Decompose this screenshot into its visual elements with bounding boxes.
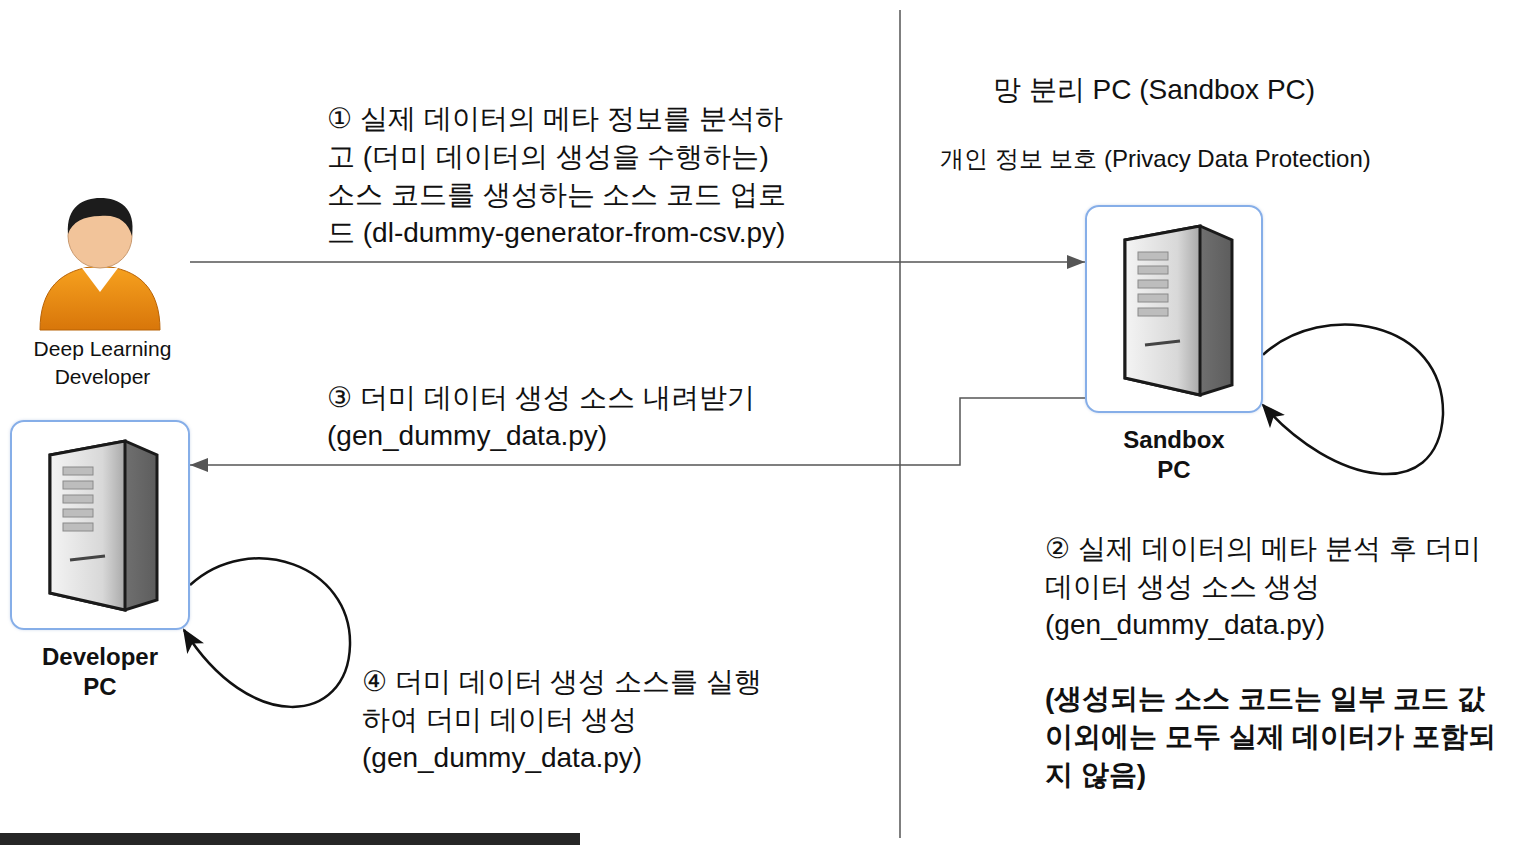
flow-arrow (190, 261, 1085, 263)
person-icon (40, 198, 160, 330)
step-label: ① 실제 데이터의 메타 정보를 분석하고 (더미 데이터의 생성을 수행하는)… (327, 100, 797, 252)
server-icon (50, 441, 157, 610)
server-icon (1125, 226, 1232, 395)
header-label: 개인 정보 보호 (Privacy Data Protection) (940, 143, 1371, 175)
computer-label: Developer PC (30, 642, 170, 702)
person-node: Deep Learning Developer (15, 195, 190, 395)
note-text: (생성되는 소스 코드는 일부 코드 값 이외에는 모두 실제 데이터가 포함되… (1045, 680, 1507, 794)
divider-line (899, 10, 901, 838)
step-label: ③ 더미 데이터 생성 소스 내려받기 (gen_dummy_data.py) (327, 379, 847, 455)
computer-label: Sandbox PC (1104, 425, 1244, 485)
step-label: ② 실제 데이터의 메타 분석 후 더미 데이터 생성 소스 생성 (gen_d… (1045, 530, 1500, 644)
computer-box: Sandbox PC (1085, 205, 1263, 413)
computer-box: Developer PC (10, 420, 190, 630)
header-label: 망 분리 PC (Sandbox PC) (993, 72, 1315, 108)
step-label: ④ 더미 데이터 생성 소스를 실행하여 더미 데이터 생성 (gen_dumm… (362, 663, 762, 777)
loop-arrow (184, 558, 350, 707)
person-label: Deep Learning Developer (15, 335, 190, 391)
loop-arrow (1263, 325, 1443, 475)
bottom-bar (0, 833, 580, 845)
